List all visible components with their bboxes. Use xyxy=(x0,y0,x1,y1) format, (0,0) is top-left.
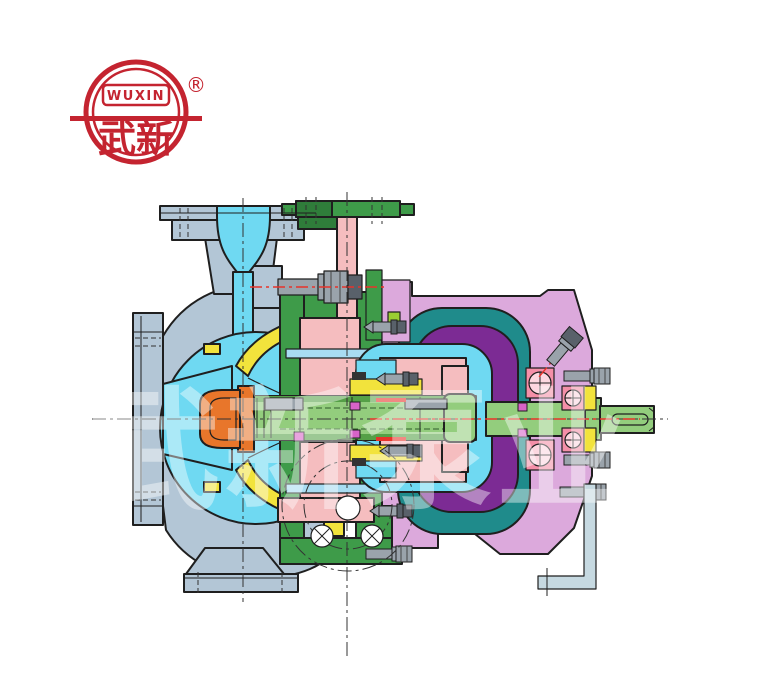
spacer-1 xyxy=(293,431,305,442)
logo-horizontal-bar xyxy=(70,116,202,121)
wear-ring-lower xyxy=(203,481,221,493)
seal-block-upper xyxy=(352,372,366,380)
inner-rotor-hub xyxy=(443,393,477,443)
seal-rings-red xyxy=(376,398,406,441)
spacer-rings xyxy=(293,401,528,442)
bolt-hole-dashes xyxy=(135,197,383,594)
logo-registered-mark: ® xyxy=(186,73,206,97)
o-ring-lower xyxy=(376,437,406,441)
watermark-text: 武新泵业 xyxy=(88,375,632,529)
nut-cap-inner xyxy=(209,397,237,441)
fasteners xyxy=(250,270,611,563)
bearing-ball-crosses xyxy=(529,372,581,466)
drain-pipe xyxy=(537,483,597,590)
logo-outer-ring xyxy=(83,59,189,165)
oil-plug-bolt xyxy=(538,325,584,378)
casing-bolt xyxy=(250,270,388,304)
rotor-sleeve xyxy=(404,398,448,410)
impeller-key xyxy=(264,397,304,411)
logo-brand-cn: 武新 xyxy=(98,117,174,161)
bearing-retainer-lower xyxy=(583,427,597,453)
phantom-circle-inner xyxy=(303,460,393,550)
flange-step-lines xyxy=(133,212,316,579)
pump-shaft-edge-top xyxy=(244,396,476,402)
wear-ring-upper xyxy=(203,343,221,355)
phantom-bolt-circle xyxy=(281,438,415,572)
bearings xyxy=(525,367,597,471)
logo-banner xyxy=(101,83,171,107)
bolt-hole xyxy=(335,495,361,521)
logo-inner-ring xyxy=(91,67,181,157)
spacer-2 xyxy=(349,401,361,411)
pedestal-base xyxy=(183,573,299,593)
brand-logo: WUXIN 武新 ® xyxy=(70,59,206,165)
phantom-circle-outer xyxy=(281,438,415,572)
support-bar-dark xyxy=(295,200,333,218)
spacer-3 xyxy=(349,429,361,439)
shaft-chamfer-bottom xyxy=(648,426,655,432)
logo-brand-latin: WUXIN xyxy=(107,89,165,104)
bearing-retainer-upper xyxy=(583,385,597,411)
centerlines xyxy=(92,192,668,660)
spacer-5 xyxy=(517,428,528,438)
shaft-chamfer-top xyxy=(648,407,655,413)
o-ring-upper xyxy=(376,398,406,402)
spacer-4 xyxy=(517,402,528,412)
support-bar-right-tab xyxy=(399,203,415,216)
